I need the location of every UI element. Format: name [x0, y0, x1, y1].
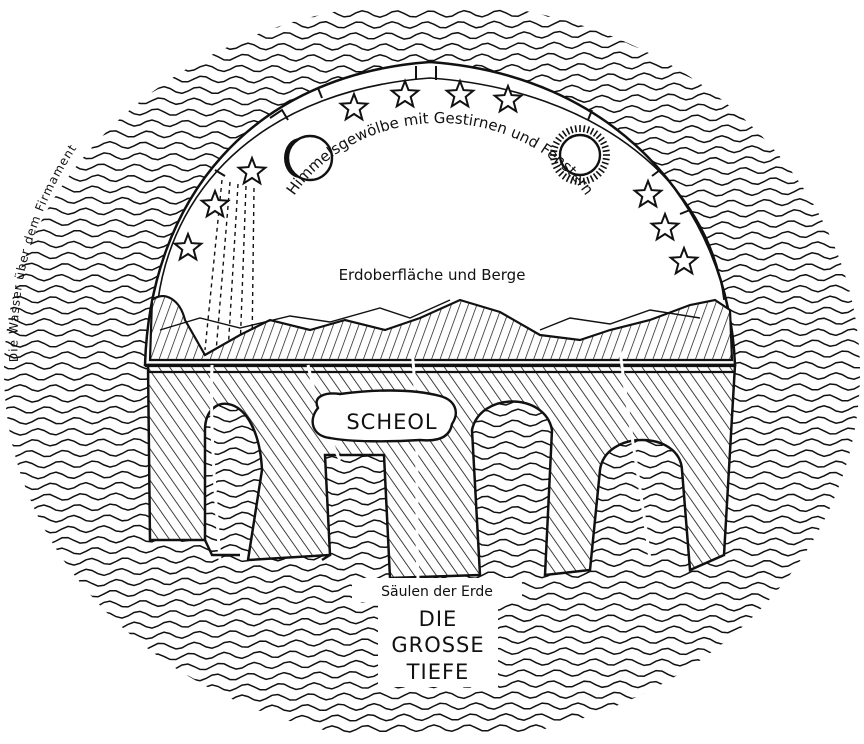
earth-foundation	[146, 363, 737, 580]
sun-ray	[551, 161, 559, 166]
great-deep-label-bg	[378, 603, 498, 687]
background-mountains	[159, 299, 701, 331]
sun-ray	[565, 127, 571, 135]
pillars-label-bg	[352, 578, 522, 602]
sun-ray	[552, 140, 560, 146]
water-wave-line	[4, 13, 860, 29]
sun-ray	[592, 130, 599, 137]
sun-ray	[602, 149, 610, 153]
star-icon	[389, 78, 421, 109]
moon-icon	[284, 134, 334, 182]
star-icon	[199, 188, 231, 219]
star-icon	[236, 155, 268, 186]
water-wave-line	[4, 691, 860, 708]
water-wave-line	[4, 24, 860, 40]
sun-ray	[550, 157, 558, 161]
sun-ray	[598, 167, 605, 174]
sun-ray	[600, 140, 608, 146]
star-icon	[338, 91, 370, 122]
sun-ray	[582, 125, 586, 133]
mountains	[148, 295, 734, 362]
water-wave-line	[4, 35, 860, 51]
sun-ray	[598, 136, 605, 143]
firmament-inner-arc	[157, 77, 725, 301]
sun-ray	[586, 176, 591, 184]
stars	[172, 78, 700, 276]
sheol-box	[311, 389, 457, 443]
sun-ray	[565, 175, 571, 183]
sun-icon	[550, 125, 610, 185]
sun-ray	[601, 144, 609, 149]
star-icon	[172, 231, 204, 262]
star-icon	[649, 211, 681, 242]
sun-ray	[552, 164, 560, 170]
sun-ray	[589, 127, 595, 135]
sun-ray	[574, 177, 578, 185]
sun-ray	[550, 149, 558, 153]
sun-ray	[589, 175, 595, 183]
sun-ray	[602, 157, 610, 161]
water-wave-line	[4, 2, 860, 18]
earth-surface-label: Erdoberfläche und Berge	[339, 266, 526, 284]
star-icon	[444, 78, 476, 109]
great-deep-line1: DIE	[419, 607, 458, 631]
sun-ray	[574, 125, 578, 133]
star-icon	[632, 178, 664, 209]
pillars-of-earth	[203, 539, 331, 562]
pillars-label: Säulen der Erde	[381, 584, 493, 600]
sun-ray	[600, 164, 608, 170]
sun-ray	[592, 173, 599, 180]
sun-ray	[558, 133, 565, 140]
sun-ray	[595, 170, 602, 177]
water-wave-line	[4, 724, 860, 740]
star-icon	[668, 245, 700, 276]
sun-ray	[601, 161, 609, 166]
water-wave-line	[4, 702, 860, 718]
rain-streaks	[204, 179, 255, 353]
sun-ray	[558, 170, 565, 177]
sun-ray	[555, 136, 562, 143]
sun-ray	[595, 133, 602, 140]
springs	[209, 349, 652, 581]
sun-ray	[569, 126, 574, 134]
sun-ray	[586, 126, 591, 134]
sheol-label: SCHEOL	[346, 410, 437, 434]
sun-ray	[561, 130, 568, 137]
star-icon	[492, 83, 524, 114]
great-deep-line3: TIEFE	[406, 660, 470, 684]
sun-ray	[582, 177, 586, 185]
sun-ray	[551, 144, 559, 149]
sun-ray	[569, 176, 574, 184]
earth-surface-line	[145, 364, 736, 374]
great-deep-line2: GROSSE	[391, 633, 484, 657]
sun-ray	[555, 167, 562, 174]
sun-ray	[561, 173, 568, 180]
firmament-windows	[214, 66, 691, 215]
